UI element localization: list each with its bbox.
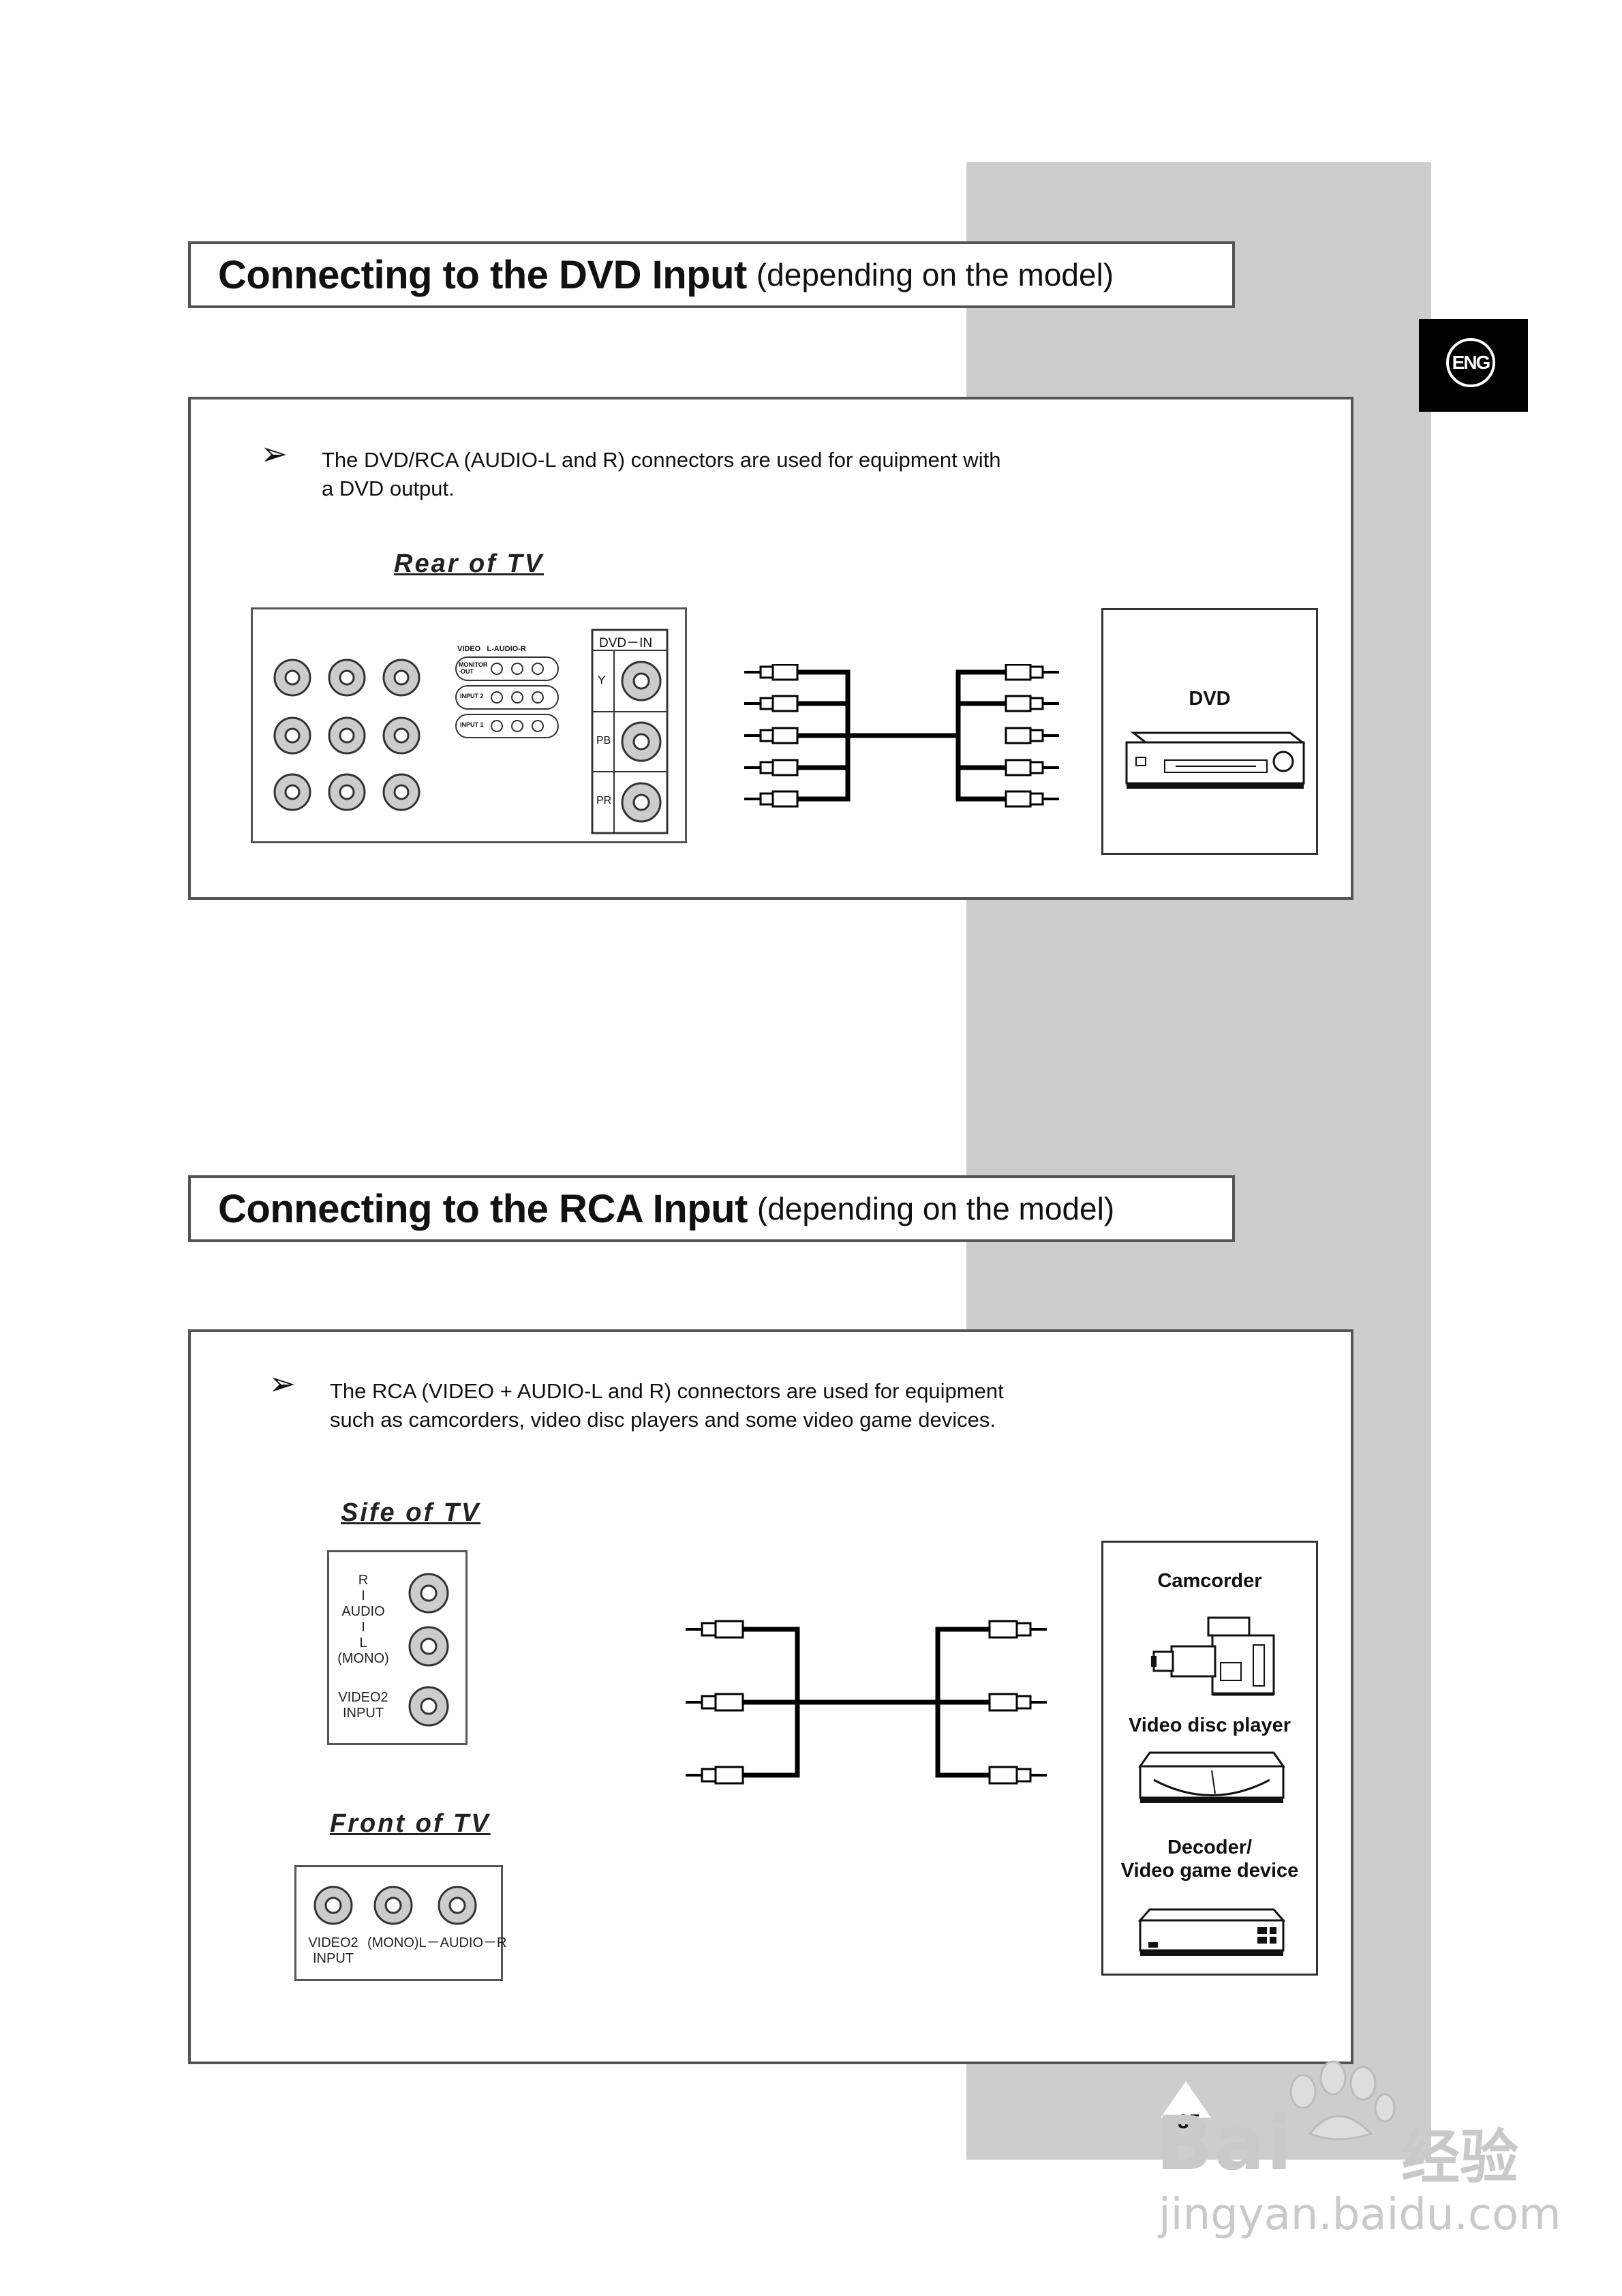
note-line: such as camcorders, video disc players a… bbox=[330, 1408, 996, 1432]
rca-note: The RCA (VIDEO + AUDIO-L and R) connecto… bbox=[330, 1377, 1004, 1434]
input1-label: INPUT 1 bbox=[460, 721, 484, 728]
decoder-label: Decoder/ Video game device bbox=[1103, 1836, 1316, 1882]
rear-jacks-graphic bbox=[273, 629, 669, 834]
rear-panel: VIDEO L-AUDIO-R MONITOR -OUT INPUT 2 INP… bbox=[251, 607, 687, 843]
front-video-labels: VIDEO2 INPUT bbox=[306, 1935, 361, 1967]
language-tab: ENG bbox=[1419, 319, 1528, 412]
side-audio-label: AUDIO bbox=[341, 1604, 385, 1619]
dvd-device-box: DVD bbox=[1101, 608, 1318, 855]
watermark-cn: 经验 bbox=[1401, 2124, 1518, 2192]
dvd-panel: ➢ The DVD/RCA (AUDIO-L and R) connectors… bbox=[188, 397, 1353, 900]
front-video2-label: VIDEO2 bbox=[308, 1935, 358, 1950]
front-jacks-graphic bbox=[313, 1886, 477, 1925]
title-main: Connecting to the DVD Input bbox=[218, 252, 747, 297]
y-label: Y bbox=[598, 674, 606, 686]
note-line: a DVD output. bbox=[322, 477, 455, 500]
dvd-note: The DVD/RCA (AUDIO-L and R) connectors a… bbox=[322, 446, 1000, 503]
rca-panel: ➢ The RCA (VIDEO + AUDIO-L and R) connec… bbox=[188, 1329, 1353, 2064]
side-jack-labels: R I AUDIO I L (MONO) bbox=[336, 1573, 391, 1667]
decoder-label-line1: Decoder/ bbox=[1167, 1837, 1253, 1858]
decoder-icon bbox=[1137, 1908, 1286, 1956]
dvd-player-icon bbox=[1125, 731, 1306, 789]
monitor-out-label: MONITOR -OUT bbox=[459, 661, 488, 675]
side-divider: I bbox=[361, 1620, 365, 1635]
section-title-rca: Connecting to the RCA Input (depending o… bbox=[188, 1175, 1235, 1242]
paw-watermark-icon bbox=[1289, 2060, 1396, 2141]
pr-label: PR bbox=[596, 795, 612, 806]
side-l-label: L bbox=[359, 1635, 367, 1650]
camcorder-icon bbox=[1151, 1616, 1275, 1696]
note-line: The DVD/RCA (AUDIO-L and R) connectors a… bbox=[322, 448, 1001, 472]
eng-badge: ENG bbox=[1446, 338, 1495, 387]
rca-devices-box: Camcorder Video disc player Decoder/ Vid… bbox=[1101, 1541, 1318, 1976]
note-arrow-icon: ➢ bbox=[260, 436, 288, 472]
side-r-label: R bbox=[358, 1573, 369, 1588]
side-jacks-graphic bbox=[408, 1573, 449, 1727]
title-subtitle: (depending on the model) bbox=[756, 1191, 1115, 1226]
video-disc-player-label: Video disc player bbox=[1128, 1715, 1291, 1736]
title-main: Connecting to the RCA Input bbox=[218, 1186, 748, 1231]
side-video-labels: VIDEO2 INPUT bbox=[336, 1690, 391, 1721]
rear-of-tv-label: Rear of TV bbox=[394, 549, 545, 578]
page-triangle-icon bbox=[1161, 2081, 1211, 2118]
front-input-label: INPUT bbox=[313, 1951, 354, 1966]
dvd-in-label: DVD－IN bbox=[599, 636, 653, 650]
dvd-cables bbox=[744, 664, 1059, 808]
front-of-tv-label: Front of TV bbox=[330, 1809, 491, 1838]
page-number: 35 bbox=[1178, 2111, 1201, 2133]
note-line: The RCA (VIDEO + AUDIO-L and R) connecto… bbox=[330, 1379, 1004, 1403]
side-video2-label: VIDEO2 bbox=[338, 1690, 388, 1705]
front-jacks-box: VIDEO2 INPUT (MONO)L－AUDIO－R bbox=[294, 1865, 507, 1981]
pb-label: PB bbox=[596, 735, 611, 746]
front-audio-label: (MONO)L－AUDIO－R bbox=[367, 1935, 507, 1950]
camcorder-label: Camcorder bbox=[1157, 1570, 1262, 1592]
side-input-label: INPUT bbox=[343, 1706, 384, 1721]
note-arrow-icon: ➢ bbox=[269, 1366, 296, 1402]
title-subtitle: (depending on the model) bbox=[756, 257, 1114, 292]
decoder-label-line2: Video game device bbox=[1120, 1860, 1299, 1882]
side-mono-label: (MONO) bbox=[337, 1651, 389, 1666]
side-of-tv-label: Sife of TV bbox=[341, 1498, 481, 1527]
rca-cables bbox=[686, 1620, 1047, 1785]
section-title-dvd: Connecting to the DVD Input (depending o… bbox=[188, 241, 1235, 308]
side-jacks-box: R I AUDIO I L (MONO) VIDEO2 INPUT bbox=[327, 1550, 468, 1745]
watermark-url: jingyan.baidu.com bbox=[1159, 2190, 1561, 2240]
watermark-brand: Bai bbox=[1156, 2100, 1294, 2187]
video-disc-player-icon bbox=[1138, 1751, 1285, 1803]
video-audio-label: VIDEO L-AUDIO-R bbox=[457, 645, 526, 653]
input2-label: INPUT 2 bbox=[460, 693, 484, 699]
side-divider: I bbox=[361, 1588, 365, 1603]
dvd-device-label: DVD bbox=[1189, 688, 1231, 710]
